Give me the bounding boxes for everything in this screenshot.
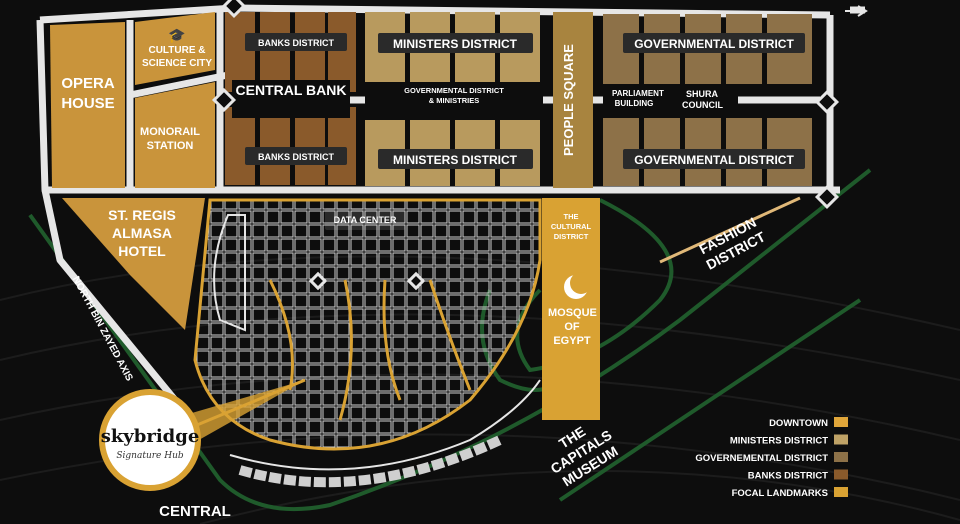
mosque-label: MOSQUE OF EGYPT (548, 307, 597, 347)
fashion-road (659, 196, 801, 264)
legend-swatches (834, 417, 848, 497)
capitals-museum-label: THECAPITALSMUSEUM (539, 412, 624, 491)
banks-district-bottom-blocks (225, 107, 356, 185)
graduation-cap-icon: 🎓 (168, 27, 185, 44)
parliament-label: PARLIAMENT BUILDING (612, 89, 664, 108)
skybridge-hub-badge (99, 389, 201, 491)
legend-swatch (834, 434, 848, 445)
governmental-district-bottom-label: GOVERNMENTAL DISTRICT (634, 153, 794, 167)
parliament-shura-strip (603, 86, 738, 116)
legend-swatch (834, 487, 848, 497)
gov-ministries-label-wrap: GOVERNMENTAL DISTRICT & MINISTRIES (404, 86, 504, 105)
banks-district-bottom-label: BANKS DISTRICT (258, 152, 335, 162)
st-regis-block (62, 198, 205, 330)
banks-district-top-label: BANKS DISTRICT (258, 38, 335, 48)
central-bank-label: CENTRAL BANK (235, 82, 347, 98)
parliament-label-wrap: PARLIAMENT BUILDING (612, 89, 664, 108)
legend-label: DOWNTOWN (769, 418, 828, 429)
urban-plots (193, 198, 542, 488)
governmental-district-top-label: GOVERNMENTAL DISTRICT (634, 37, 794, 51)
skybridge-title: skybridge (101, 426, 200, 447)
fashion-district-label: FASHIONDISTRICT (695, 213, 768, 273)
arrow-right-icon (845, 5, 868, 17)
central-bank-label-wrap: CENTRAL BANK (235, 82, 347, 98)
central-park-label: CENTRAL (159, 503, 231, 520)
ministers-district-top-label: MINISTERS DISTRICT (393, 37, 518, 51)
gov-ministries-label: GOVERNMENTAL DISTRICT & MINISTRIES (404, 86, 504, 105)
culture-science-label: CULTURE &SCIENCE CITY (142, 45, 212, 69)
shura-label-wrap: SHURA COUNCIL (682, 89, 723, 110)
cultural-district-label-wrap: THE CULTURAL DISTRICT (550, 212, 592, 241)
people-square-block (553, 12, 593, 188)
data-center-label: DATA CENTER (334, 215, 397, 225)
opera-house-block (50, 22, 125, 188)
culture-science-block (135, 12, 215, 85)
signature-hub-subtitle: Signature Hub (116, 451, 184, 461)
gov-ministries-block (365, 85, 543, 117)
road-nodes (211, 0, 840, 291)
legend-label: BANKS DISTRICT (748, 471, 828, 482)
ministers-district-bottom-label: MINISTERS DISTRICT (393, 153, 518, 167)
legend-label: MINISTERS DISTRICT (730, 436, 828, 447)
legend-swatch (834, 417, 848, 427)
mosque-label-wrap: MOSQUE OF EGYPT (548, 307, 597, 347)
central-bank-block (232, 80, 350, 118)
legend-swatch (834, 452, 848, 462)
legend-swatch (834, 469, 848, 480)
people-square-label: PEOPLE SQUARE (561, 44, 576, 156)
legend: DOWNTOWN MINISTERS DISTRICT GOVERNEMENTAL … (695, 418, 828, 499)
cultural-district-block (542, 198, 600, 420)
legend-label: FOCAL LANDMARKS (732, 488, 828, 499)
cultural-district-label: THE CULTURAL DISTRICT (550, 212, 592, 241)
monorail-block (135, 82, 215, 188)
legend-label: GOVERNEMENTAL DISTRICT (695, 453, 828, 464)
shura-label: SHURA COUNCIL (682, 89, 723, 110)
banks-district-top-blocks (225, 12, 356, 92)
north-bin-zayed-label: NORTH BIN ZAYED AXIS (70, 275, 135, 384)
